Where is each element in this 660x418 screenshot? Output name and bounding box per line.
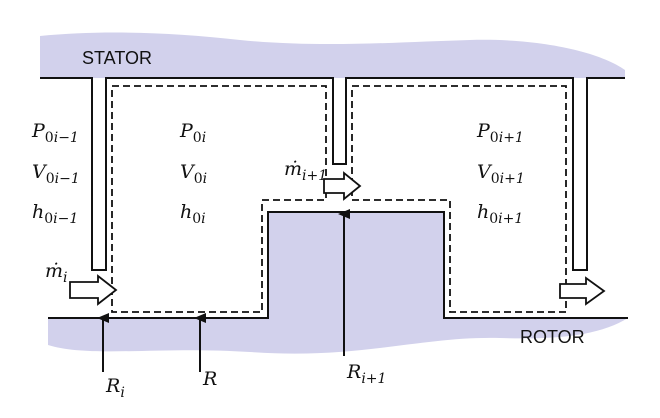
flow-label-m-i-plus-1: ṁi+1 [284, 158, 327, 184]
rotor-label: ROTOR [520, 327, 585, 347]
radius-label-r: R [202, 368, 217, 390]
cavity-i-velocity: V0i [180, 161, 207, 187]
flow-arrow-m-i-plus-1 [323, 171, 362, 201]
radius-label-r-i: Ri [105, 375, 125, 401]
cavity-i-plus-1-velocity: V0i+1 [477, 161, 525, 187]
cavity-i-minus-1-pressure: P0i−1 [31, 120, 79, 146]
flow-label-m-i: ṁi [45, 260, 68, 286]
rotor-surface [48, 211, 628, 319]
flow-arrow-m-i [69, 274, 118, 306]
cavity-i-minus-1-enthalpy: h0i−1 [32, 201, 78, 227]
cavity-i-minus-1-velocity: V0i−1 [32, 161, 80, 187]
control-volume-i-plus-1 [351, 85, 567, 313]
cavity-i-pressure: P0i [179, 120, 206, 146]
control-volume-i [111, 85, 327, 313]
stator-label: STATOR [82, 48, 152, 68]
stator-region [40, 32, 625, 78]
flow-arrow-exit [559, 276, 606, 306]
stator-wall [40, 77, 625, 271]
radius-label-r-i-plus-1: Ri+1 [346, 361, 386, 387]
cavity-i-plus-1-pressure: P0i+1 [476, 120, 524, 146]
cavity-i-enthalpy: h0i [180, 201, 206, 227]
cavity-i-plus-1-enthalpy: h0i+1 [477, 201, 523, 227]
